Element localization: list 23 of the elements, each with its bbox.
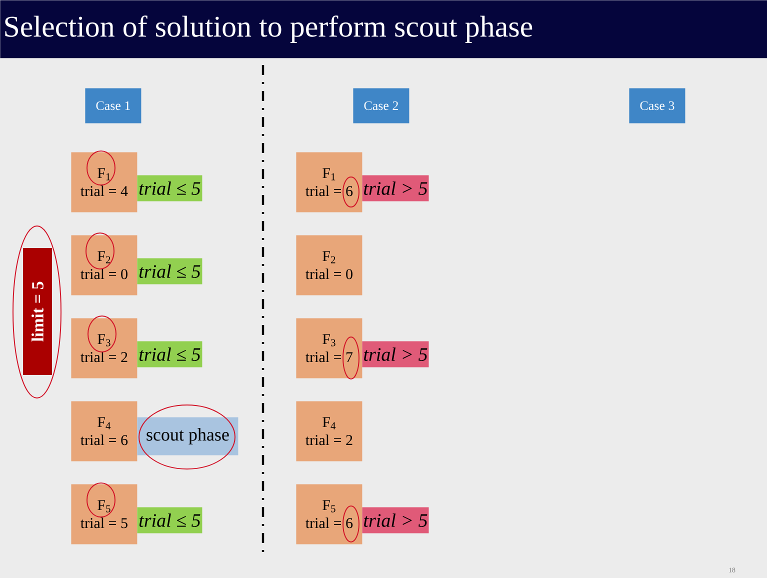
- condition-tag: trial ≤ 5: [137, 341, 202, 368]
- solution-box: F$_{2}$ trial = 0: [71, 235, 138, 296]
- condition-tag: trial ≤ 5: [137, 507, 202, 534]
- condition-tag: trial > 5: [362, 175, 429, 202]
- solution-box: F$_{3}$ trial = 2: [71, 318, 138, 378]
- solution-box: F$_{4}$ trial = 6: [71, 401, 138, 462]
- solution-box: F$_{5}$ trial = 5: [71, 484, 138, 544]
- scout-phase-box: scout phase: [137, 417, 238, 456]
- condition-tag: trial > 5: [362, 341, 429, 368]
- case-box: Case 3: [629, 88, 686, 124]
- solution-box: F$_{1}$ trial = 6: [296, 152, 362, 212]
- solution-box: F$_{4}$ trial = 2: [296, 401, 362, 462]
- case-box: Case 2: [353, 88, 410, 124]
- condition-tag: trial > 5: [362, 507, 429, 534]
- title-bar: Selection of solution to perform scout phase: [0, 0, 767, 58]
- solution-box: F$_{2}$ trial = 0: [296, 235, 362, 296]
- solution-box: F$_{5}$ trial = 6: [296, 484, 362, 544]
- condition-tag: trial ≤ 5: [137, 258, 202, 284]
- solution-box: F$_{1}$ trial = 4: [71, 152, 138, 212]
- solution-box: F$_{3}$ trial = 7: [296, 318, 362, 378]
- case-box: Case 1: [85, 88, 142, 124]
- condition-tag: trial ≤ 5: [137, 175, 202, 202]
- limit-box: limit = 5: [23, 248, 52, 375]
